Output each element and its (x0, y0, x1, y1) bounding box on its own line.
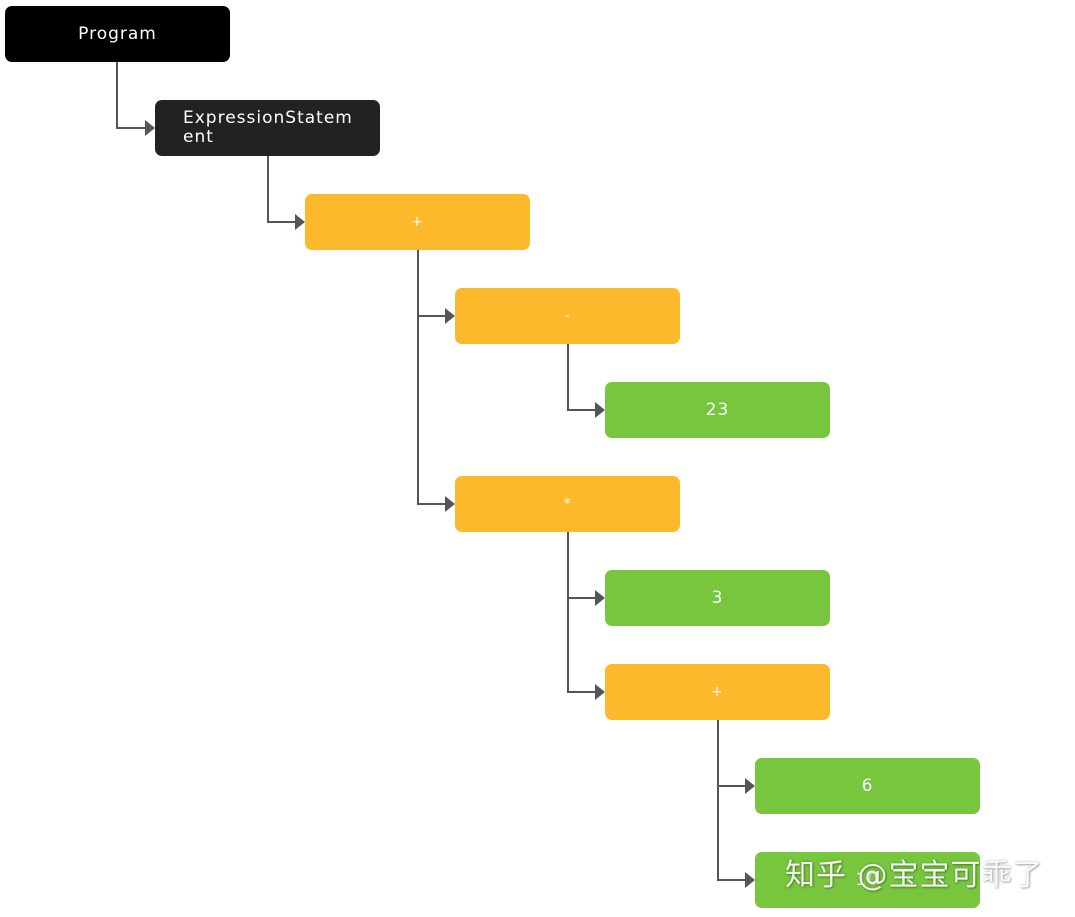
arrowhead-num-3 (595, 590, 605, 606)
node-label: 6 (861, 776, 874, 796)
connector-op-times-to-num-3 (567, 532, 596, 599)
node-label: + (711, 684, 724, 700)
node-num-6: 6 (755, 758, 980, 814)
node-label: - (564, 308, 571, 324)
node-label: 10 (855, 870, 880, 890)
node-op-plus-inner: + (605, 664, 830, 720)
node-op-minus: - (455, 288, 680, 344)
connector-op-plus-root-to-op-times (417, 250, 446, 505)
arrowhead-num-10 (745, 872, 755, 888)
node-label: Program (78, 24, 157, 44)
arrowhead-op-minus (445, 308, 455, 324)
arrowhead-op-plus-root (295, 214, 305, 230)
arrowhead-op-plus-inner (595, 684, 605, 700)
arrowhead-op-times (445, 496, 455, 512)
connector-op-plus-inner-to-num-6 (717, 720, 746, 787)
node-label: ExpressionStatement (183, 108, 353, 147)
node-num-23: 23 (605, 382, 830, 438)
connector-op-times-to-op-plus-inner (567, 532, 596, 693)
node-program: Program (5, 6, 230, 62)
node-num-10: 10 (755, 852, 980, 908)
arrowhead-expression-statement (145, 120, 155, 136)
node-op-plus-root: + (305, 194, 530, 250)
connector-op-plus-inner-to-num-10 (717, 720, 746, 881)
arrowhead-num-23 (595, 402, 605, 418)
node-num-3: 3 (605, 570, 830, 626)
node-label: 3 (711, 588, 724, 608)
connector-op-minus-to-num-23 (567, 344, 596, 411)
node-op-times: * (455, 476, 680, 532)
node-expression-statement: ExpressionStatement (155, 100, 380, 156)
arrowhead-num-6 (745, 778, 755, 794)
zhihu-watermark: 知乎 @宝宝可乖了 (785, 858, 1044, 893)
node-label: * (563, 496, 572, 512)
connector-op-plus-root-to-op-minus (417, 250, 446, 317)
connector-expression-statement-to-op-plus-root (267, 156, 296, 223)
connector-program-to-expression-statement (116, 62, 146, 129)
node-label: 23 (705, 400, 730, 420)
node-label: + (411, 214, 424, 230)
